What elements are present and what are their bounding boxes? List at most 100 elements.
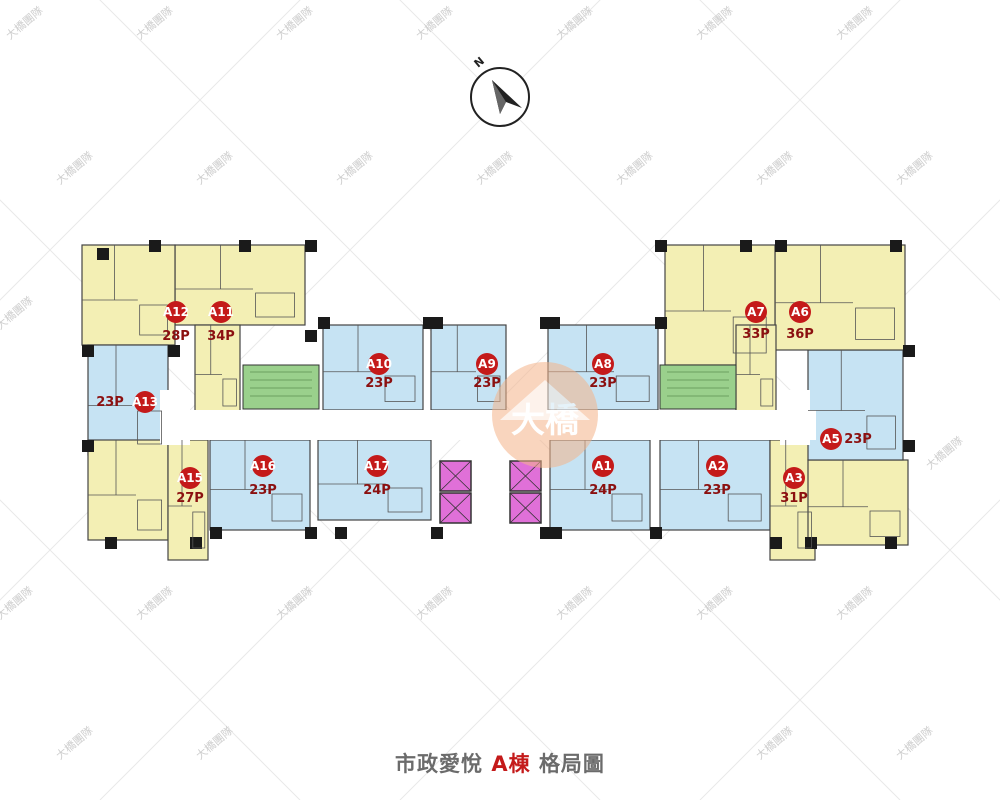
- unit-size-label: 28P: [162, 329, 190, 344]
- watermark-text: 大橋團隊: [693, 3, 736, 42]
- structural-column: [97, 248, 109, 260]
- unit-size-label: 23P: [96, 395, 124, 410]
- watermark-text: 大橋團隊: [0, 583, 36, 622]
- unit-id-label: A16: [250, 459, 276, 473]
- brand-logo: 大橋: [492, 362, 598, 468]
- unit-area-a11: [194, 324, 241, 416]
- bathroom-fixture: [387, 487, 423, 513]
- bathroom-fixture: [222, 378, 237, 407]
- corridor-east-link: [780, 390, 810, 445]
- unit-size-label: 23P: [365, 376, 393, 391]
- bathroom-fixture: [192, 511, 206, 549]
- caption-suffix: 格局圖: [538, 752, 605, 776]
- structural-column: [82, 345, 94, 357]
- unit-badge: [368, 353, 390, 375]
- watermark-text: 大橋團隊: [923, 433, 966, 472]
- unit-badge: [179, 467, 201, 489]
- watermark-text: 大橋團隊: [53, 148, 96, 187]
- unit-id-label: A2: [708, 459, 726, 473]
- unit-size-label: 24P: [589, 483, 617, 498]
- bathroom-fixture: [615, 375, 650, 402]
- unit-badge: [134, 391, 156, 413]
- bathroom-fixture: [384, 375, 416, 402]
- unit-badge: [789, 301, 811, 323]
- watermark-text: 大橋團隊: [273, 3, 316, 42]
- structural-column: [168, 345, 180, 357]
- unit-badge: [820, 428, 842, 450]
- structural-column: [105, 537, 117, 549]
- unit-size-label: 23P: [844, 432, 872, 447]
- watermark-text: 大橋團隊: [3, 3, 46, 42]
- unit-id-label: A5: [822, 432, 840, 446]
- watermark-text: 大橋團隊: [753, 148, 796, 187]
- bathroom-fixture: [137, 499, 163, 531]
- bathroom-fixture: [866, 415, 896, 450]
- watermark-text: 大橋團隊: [553, 3, 596, 42]
- unit-area-a7: [735, 324, 777, 416]
- unit-areas: [81, 244, 909, 561]
- watermark-text: 大橋團隊: [833, 3, 876, 42]
- unit-badge: [366, 455, 388, 477]
- watermark-text: 大橋團隊: [413, 3, 456, 42]
- structural-column: [650, 527, 662, 539]
- watermark-text: 大橋團隊: [133, 3, 176, 42]
- structural-column: [210, 527, 222, 539]
- unit-badge: [476, 353, 498, 375]
- watermark-text: 大橋團隊: [833, 583, 876, 622]
- structural-column: [305, 240, 317, 252]
- unit-badge: [706, 455, 728, 477]
- structural-column: [548, 317, 560, 329]
- corridor-west-link: [160, 390, 190, 445]
- unit-badge: [592, 455, 614, 477]
- unit-badge: [745, 301, 767, 323]
- structural-column: [740, 240, 752, 252]
- unit-badge: [783, 467, 805, 489]
- watermark-text: 大橋團隊: [553, 583, 596, 622]
- bathroom-fixture: [797, 511, 812, 549]
- unit-id-label: A3: [785, 471, 803, 485]
- bathroom-fixture: [760, 378, 774, 407]
- unit-id-label: A9: [478, 357, 496, 371]
- bathroom-fixture: [869, 510, 901, 537]
- unit-badge: [165, 301, 187, 323]
- watermark-text: 大橋團隊: [893, 148, 936, 187]
- unit-badge: [252, 455, 274, 477]
- unit-size-label: 23P: [473, 376, 501, 391]
- unit-area-a11: [174, 244, 306, 326]
- structural-column: [903, 345, 915, 357]
- structural-column: [885, 537, 897, 549]
- watermark-text: 大橋團隊: [693, 583, 736, 622]
- unit-size-label: 36P: [786, 327, 814, 342]
- unit-badge: [210, 301, 232, 323]
- unit-id-label: A7: [747, 305, 765, 319]
- logo-text: 大橋: [511, 401, 579, 441]
- structural-column: [318, 317, 330, 329]
- unit-id-label: A8: [594, 357, 612, 371]
- bathroom-fixture: [611, 493, 643, 522]
- watermark-text: 大橋團隊: [133, 583, 176, 622]
- unit-size-label: 31P: [780, 491, 808, 506]
- structural-column: [655, 240, 667, 252]
- unit-area-a6: [774, 244, 906, 351]
- unit-size-label: 24P: [363, 483, 391, 498]
- watermark-text: 大橋團隊: [193, 148, 236, 187]
- structural-column: [890, 240, 902, 252]
- structural-column: [550, 527, 562, 539]
- unit-area-a17: [317, 439, 432, 521]
- watermark-text: 大橋團隊: [0, 293, 36, 332]
- unit-id-label: A11: [208, 305, 234, 319]
- structural-column: [239, 240, 251, 252]
- unit-size-label: 23P: [589, 376, 617, 391]
- unit-id-label: A1: [594, 459, 612, 473]
- structural-column: [431, 527, 443, 539]
- structural-column: [903, 440, 915, 452]
- watermark-text: 大橋團隊: [273, 583, 316, 622]
- unit-size-label: 23P: [703, 483, 731, 498]
- unit-id-label: A6: [791, 305, 809, 319]
- unit-badge: [592, 353, 614, 375]
- unit-size-label: 23P: [249, 483, 277, 498]
- watermark-text: 大橋團隊: [333, 148, 376, 187]
